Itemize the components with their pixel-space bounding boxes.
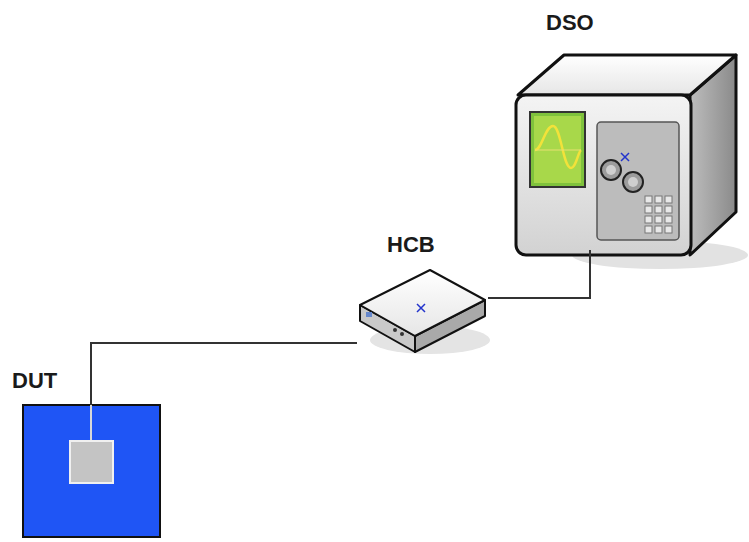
device-label: DSO: [546, 10, 594, 36]
cable-connector: [91, 343, 357, 405]
keypad-key: [655, 226, 662, 233]
hcb-box-illustration: [360, 270, 490, 354]
cable-connector: [488, 250, 590, 298]
hcb-node: HCB: [357, 268, 488, 352]
device-label: HCB: [387, 232, 435, 258]
oscilloscope-illustration: [516, 55, 748, 269]
keypad-key: [665, 206, 672, 213]
keypad-key: [645, 216, 652, 223]
keypad-key: [645, 226, 652, 233]
keypad-key: [655, 216, 662, 223]
oscilloscope-node: DSO: [512, 50, 742, 250]
keypad-key: [655, 196, 662, 203]
device-label: DUT: [12, 368, 57, 394]
keypad-key: [645, 206, 652, 213]
keypad-key: [665, 196, 672, 203]
cable-line: [488, 250, 590, 298]
keypad-key: [645, 196, 652, 203]
dut-node: DUT: [23, 405, 160, 537]
keypad-key: [655, 206, 662, 213]
keypad-key: [665, 226, 672, 233]
dut-board-illustration: [23, 405, 160, 537]
cable-line: [91, 343, 357, 405]
keypad-key: [665, 216, 672, 223]
